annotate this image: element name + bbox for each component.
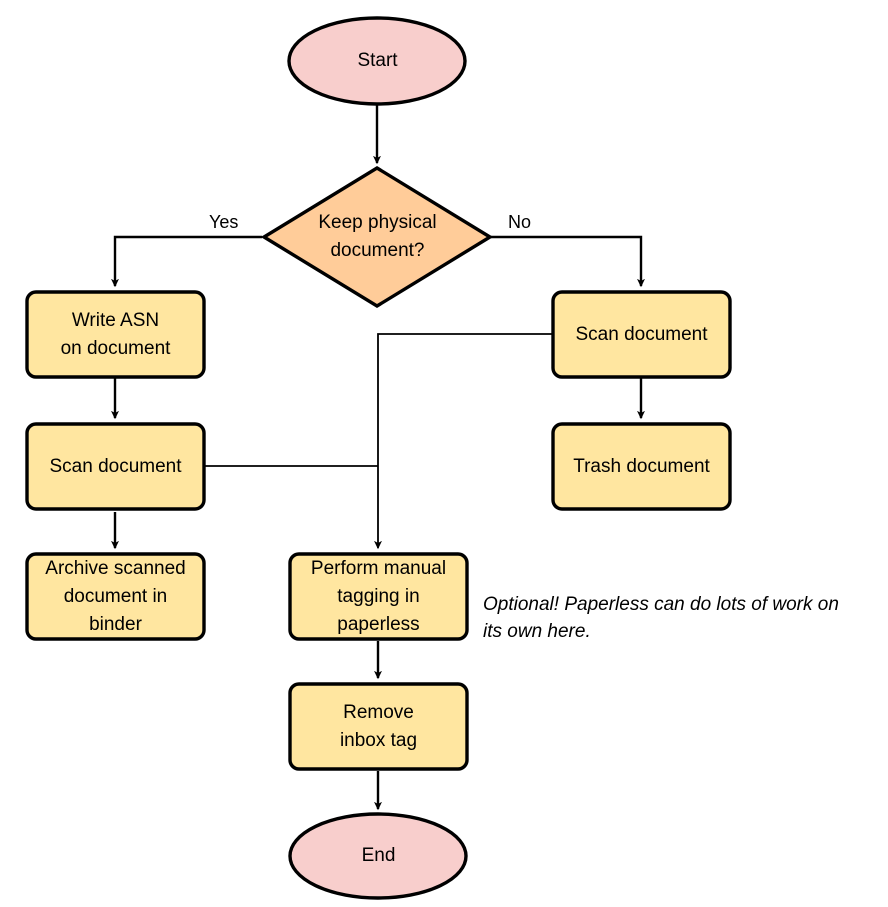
node-shape-remove-inbox-tag[interactable] bbox=[288, 682, 469, 771]
node-shape-keep-physical-document[interactable] bbox=[260, 166, 494, 308]
node-shape-end[interactable] bbox=[288, 812, 468, 900]
edge-decision-yes-to-write-asn bbox=[111, 235, 262, 288]
node-shape-archive-scanned-document[interactable] bbox=[25, 552, 206, 641]
edge-decision-no-to-scan-right bbox=[491, 235, 645, 288]
edge-scan-right-to-tagging bbox=[374, 333, 552, 550]
optional-note: Optional! Paperless can do lots of work … bbox=[483, 594, 839, 642]
node-shape-scan-document-right[interactable] bbox=[551, 290, 732, 379]
node-shape-start[interactable] bbox=[287, 16, 467, 106]
node-shape-trash-document[interactable] bbox=[551, 422, 732, 511]
node-shape-write-asn[interactable] bbox=[25, 290, 206, 379]
edge-label-no: No bbox=[508, 212, 532, 232]
edge-label-yes: Yes bbox=[209, 212, 239, 232]
node-shape-perform-manual-tagging[interactable] bbox=[288, 552, 469, 641]
node-shape-scan-document-left[interactable] bbox=[25, 422, 206, 511]
